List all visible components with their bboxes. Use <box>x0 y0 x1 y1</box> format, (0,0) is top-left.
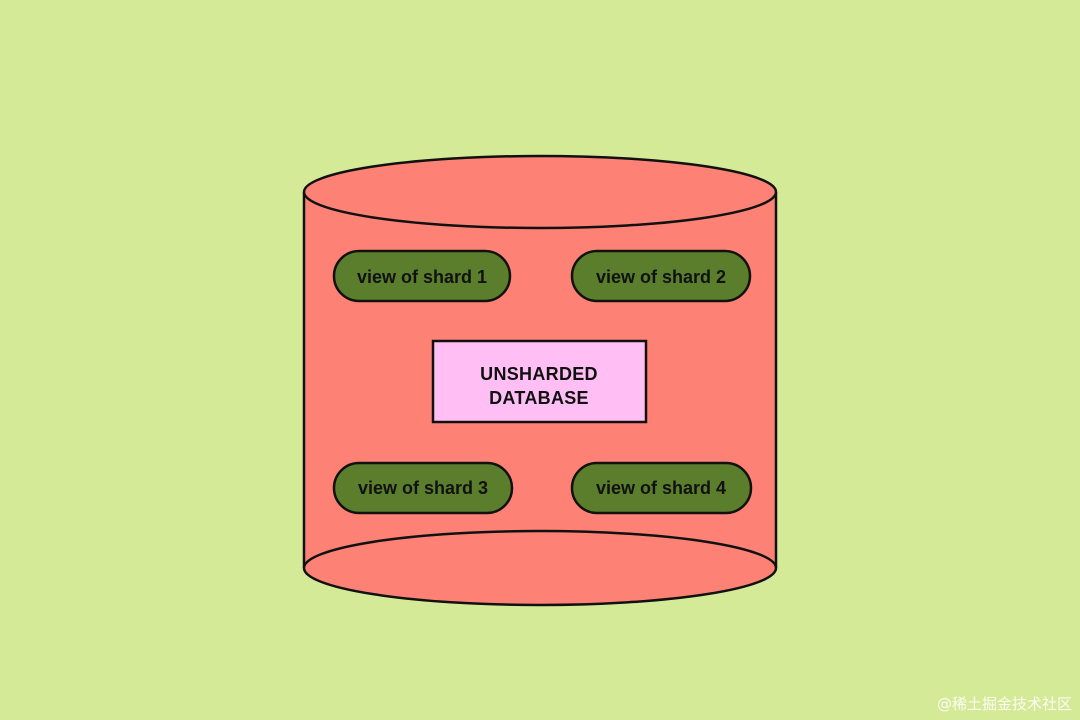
database-label-line-1: UNSHARDED <box>480 364 598 384</box>
shard-view-1: view of shard 1 <box>332 249 512 303</box>
shard-view-3-label: view of shard 3 <box>358 478 488 498</box>
shard-view-1-label: view of shard 1 <box>357 267 487 287</box>
shard-view-3: view of shard 3 <box>332 461 514 515</box>
shard-view-2-label: view of shard 2 <box>596 267 726 287</box>
shard-view-4: view of shard 4 <box>570 461 753 515</box>
cylinder-bottom-ellipse <box>302 529 778 607</box>
unsharded-database-box: UNSHARDED DATABASE <box>431 339 648 424</box>
watermark: @稀土掘金技术社区 <box>936 695 1072 713</box>
shard-view-2: view of shard 2 <box>570 249 752 303</box>
shard-view-4-label: view of shard 4 <box>596 478 726 498</box>
cylinder-top-ellipse <box>302 154 778 230</box>
database-label-line-2: DATABASE <box>489 388 589 408</box>
